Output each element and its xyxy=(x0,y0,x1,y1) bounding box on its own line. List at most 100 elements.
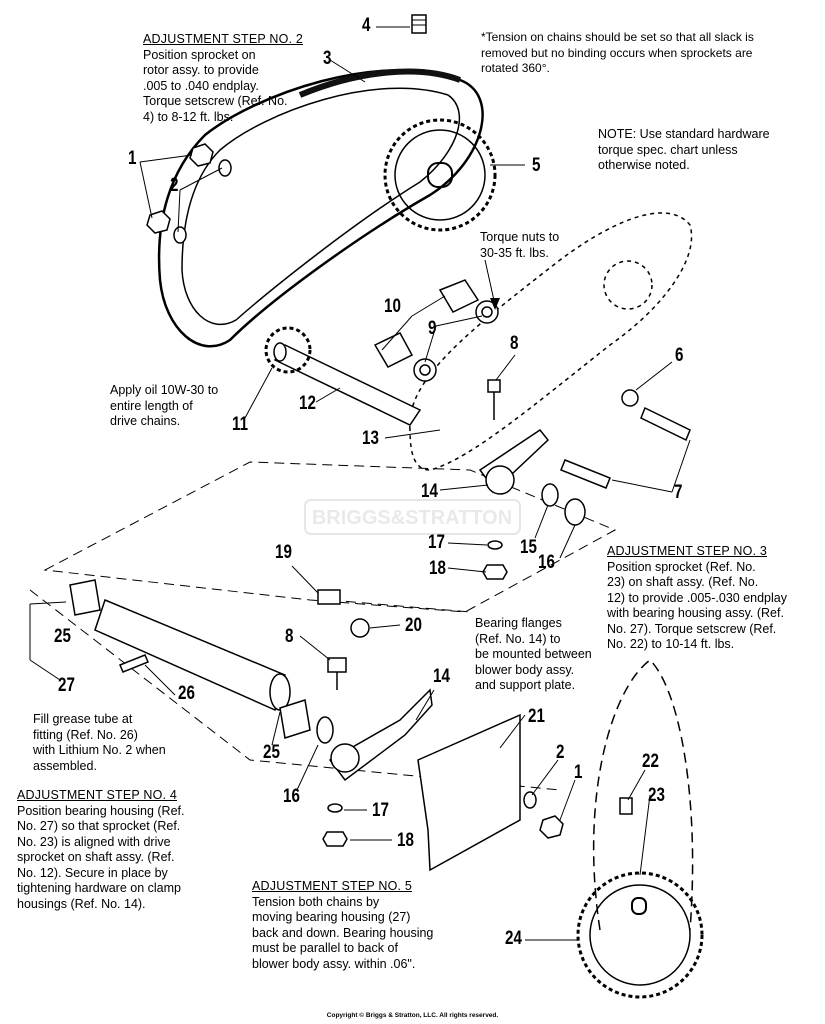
torque-line: Torque nuts to xyxy=(480,230,560,244)
oil-note: Apply oil 10W-30 to entire length of dri… xyxy=(110,383,218,430)
callout-part-number: 2 xyxy=(170,175,179,196)
flanges-line: (Ref. No. 14) to xyxy=(475,631,561,646)
drive-sprocket xyxy=(264,326,312,374)
step3-line: No. 22) to 10-14 ft. lbs. xyxy=(607,637,735,651)
torque-line: 30-35 ft. lbs. xyxy=(480,245,549,260)
step3-line: with bearing housing assy. (Ref. xyxy=(607,606,784,620)
step4-line: Position bearing housing (Ref. xyxy=(17,803,185,818)
drive-chain-belt xyxy=(157,68,484,348)
callout-part-number: 16 xyxy=(283,786,300,807)
callout-part-number: 16 xyxy=(538,552,555,573)
callout-part-number: 2 xyxy=(556,742,565,763)
tension-line: removed but no binding occurs when sproc… xyxy=(481,45,753,60)
lower-chain-and-sprocket xyxy=(576,659,704,999)
step5-line: back and down. Bearing housing xyxy=(252,925,434,940)
hardware-torque-note: NOTE: Use standard hardware torque spec.… xyxy=(598,127,770,174)
callout-part-number: 15 xyxy=(520,537,537,558)
rotor-sprocket xyxy=(383,118,497,232)
setscrew xyxy=(411,14,427,34)
callout-part-number: 21 xyxy=(528,706,545,727)
drive-shaft xyxy=(273,342,422,426)
grease-line: assembled. xyxy=(33,758,97,773)
step3-line: 12) to provide .005-.030 endplay xyxy=(607,590,787,605)
step4-line: housings (Ref. No. 14). xyxy=(17,896,146,911)
callout-part-number: 19 xyxy=(275,542,292,563)
step2-line: Torque setscrew (Ref. No. xyxy=(143,94,288,108)
callout-leader-lines xyxy=(29,26,691,941)
chain-tension-note: *Tension on chains should be set so that… xyxy=(481,30,754,77)
step2-line: rotor assy. to provide xyxy=(143,63,259,77)
clamp-housing-upper xyxy=(478,428,586,580)
step3-heading: ADJUSTMENT STEP NO. 3 xyxy=(607,544,768,558)
flanges-line: and support plate. xyxy=(475,678,576,692)
step4-line: No. 12). Secure in place by xyxy=(17,865,168,880)
hardware-line: otherwise noted. xyxy=(598,158,690,172)
callout-part-number: 17 xyxy=(372,800,389,821)
oil-line: entire length of xyxy=(110,398,193,413)
oil-line: Apply oil 10W-30 to xyxy=(110,383,219,397)
callout-part-number: 8 xyxy=(285,626,294,647)
flanges-line: blower body assy. xyxy=(475,662,575,677)
nuts-washers-upper xyxy=(146,143,232,244)
step3-line: Position sprocket (Ref. No. xyxy=(607,559,756,574)
tension-line: *Tension on chains should be set so that… xyxy=(481,30,754,44)
step2-line: Position sprocket on xyxy=(143,47,256,62)
callout-part-number: 14 xyxy=(421,481,438,502)
step3-line: No. 27). Torque setscrew (Ref. xyxy=(607,621,777,636)
callout-part-number: 24 xyxy=(505,928,522,949)
step3-line: 23) on shaft assy. (Ref. No. xyxy=(607,575,759,589)
watermark-text: BRIGGS&STRATTON xyxy=(312,507,512,529)
callout-part-number: 7 xyxy=(674,482,683,503)
callout-part-number: 18 xyxy=(397,830,414,851)
adjustment-step-5-note: ADJUSTMENT STEP NO. 5 Tension both chain… xyxy=(252,879,433,972)
grease-line: Fill grease tube at xyxy=(33,712,133,726)
spacers-and-nuts xyxy=(373,279,499,382)
callout-part-number: 17 xyxy=(428,532,445,553)
callout-part-number: 22 xyxy=(642,751,659,772)
step5-line: moving bearing housing (27) xyxy=(252,910,411,924)
step4-line: No. 23) is aligned with drive xyxy=(17,834,171,849)
callout-part-number: 14 xyxy=(433,666,450,687)
step4-line: sprocket on shaft assy. (Ref. xyxy=(17,850,175,864)
torque-arrow-head xyxy=(490,298,500,310)
step2-line: .005 to .040 endplay. xyxy=(143,78,259,93)
support-plate xyxy=(417,713,521,872)
oil-line: drive chains. xyxy=(110,414,181,428)
callout-part-number: 20 xyxy=(405,615,422,636)
callout-part-number: 27 xyxy=(58,675,75,696)
bearing-flanges-note: Bearing flanges (Ref. No. 14) to be moun… xyxy=(475,616,592,694)
adjustment-step-2-note: ADJUSTMENT STEP NO. 2 Position sprocket … xyxy=(143,32,303,125)
step5-heading: ADJUSTMENT STEP NO. 5 xyxy=(252,879,413,893)
flanges-line: Bearing flanges xyxy=(475,616,562,630)
hardware-line: NOTE: Use standard hardware xyxy=(598,127,770,141)
copyright-notice: Copyright © Briggs & Stratton, LLC. All … xyxy=(326,1012,499,1019)
step4-line: tightening hardware on clamp xyxy=(17,881,181,895)
adjustment-step-3-note: ADJUSTMENT STEP NO. 3 Position sprocket … xyxy=(607,544,787,653)
callout-part-number: 18 xyxy=(429,558,446,579)
torque-nuts-note: Torque nuts to 30-35 ft. lbs. xyxy=(480,230,559,261)
adjustment-step-4-note: ADJUSTMENT STEP NO. 4 Position bearing h… xyxy=(17,788,184,912)
tension-line: rotated 360°. xyxy=(481,61,550,75)
step2-heading: ADJUSTMENT STEP NO. 2 xyxy=(143,32,304,46)
briggs-stratton-watermark: BRIGGS&STRATTON xyxy=(304,499,521,535)
bearing-housing-assembly xyxy=(69,579,433,847)
grease-line: fitting (Ref. No. 26) xyxy=(33,727,138,742)
callout-part-number: 23 xyxy=(648,785,665,806)
step4-heading: ADJUSTMENT STEP NO. 4 xyxy=(17,788,178,802)
callout-part-number: 6 xyxy=(675,345,684,366)
callout-part-number: 4 xyxy=(362,15,371,36)
step5-line: must be parallel to back of xyxy=(252,941,398,955)
callout-part-number: 12 xyxy=(299,393,316,414)
callout-part-number: 10 xyxy=(384,296,401,317)
step2-line: 4) to 8-12 ft. lbs. xyxy=(143,109,234,124)
step5-line: blower body assy. within .06". xyxy=(252,956,416,971)
bolts xyxy=(487,379,691,489)
step5-line: Tension both chains by xyxy=(252,894,380,909)
callout-part-number: 5 xyxy=(532,155,541,176)
callout-part-number: 11 xyxy=(232,414,249,435)
hardware-line: torque spec. chart unless xyxy=(598,142,738,157)
callout-part-number: 13 xyxy=(362,428,379,449)
callout-part-number: 1 xyxy=(128,148,137,169)
